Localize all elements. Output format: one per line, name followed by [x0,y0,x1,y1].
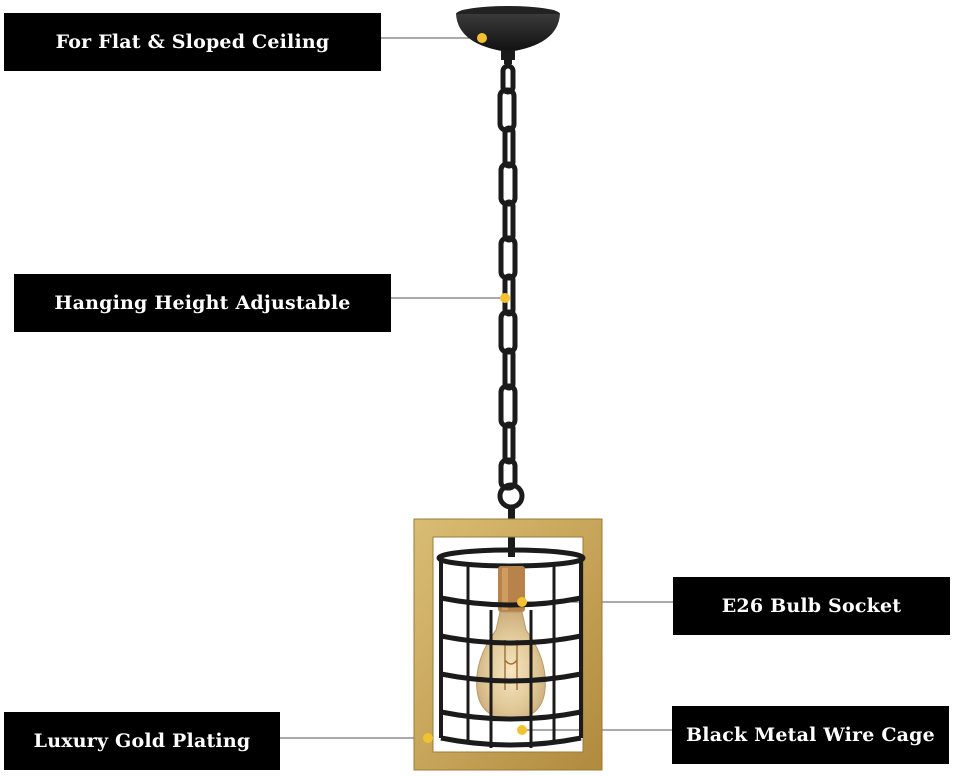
cage-rings [440,595,582,748]
chain [497,63,525,510]
marker-cage [517,725,527,735]
marker-gold [423,733,433,743]
callout-hanging-height: Hanging Height Adjustable [14,274,391,332]
callout-wire-cage: Black Metal Wire Cage [672,706,949,764]
callout-flat-sloped-ceiling: For Flat & Sloped Ceiling [4,13,381,71]
callout-bulb-socket: E26 Bulb Socket [673,577,950,635]
leader-lines [280,37,673,739]
callout-markers [423,33,527,743]
callout-gold-plating: Luxury Gold Plating [4,712,280,770]
ceiling-canopy [456,6,560,64]
marker-socket [517,597,527,607]
gold-frame [413,518,603,771]
marker-height [500,293,510,303]
marker-ceiling [477,33,487,43]
edison-bulb [476,611,546,721]
